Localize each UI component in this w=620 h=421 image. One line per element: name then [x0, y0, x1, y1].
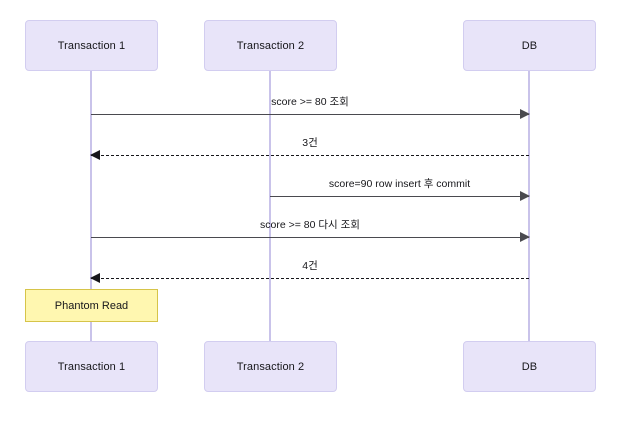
arrow-right-icon: [520, 109, 530, 119]
participant-box-transaction-2-top[interactable]: Transaction 2: [204, 20, 337, 71]
message-1-line: [91, 114, 529, 115]
participant-label-transaction-1-bottom: Transaction 1: [57, 360, 126, 373]
note-phantom-read-label: Phantom Read: [54, 299, 129, 312]
participant-box-transaction-1-bottom[interactable]: Transaction 1: [25, 341, 158, 392]
note-phantom-read[interactable]: Phantom Read: [25, 289, 158, 322]
lifeline-transaction-2: [269, 71, 271, 341]
message-2-line: [91, 155, 529, 156]
participant-label-transaction-2-top: Transaction 2: [236, 39, 305, 52]
arrow-left-icon: [90, 150, 100, 160]
participant-label-transaction-2-bottom: Transaction 2: [236, 360, 305, 373]
message-2-label: 3건: [302, 137, 318, 149]
arrow-right-icon: [520, 232, 530, 242]
participant-box-transaction-2-bottom[interactable]: Transaction 2: [204, 341, 337, 392]
participant-label-transaction-1-top: Transaction 1: [57, 39, 126, 52]
message-3-line: [270, 196, 529, 197]
message-1-label: score >= 80 조회: [271, 96, 349, 108]
message-3-label: score=90 row insert 후 commit: [328, 178, 471, 190]
participant-box-db-top[interactable]: DB: [463, 20, 596, 71]
participant-box-db-bottom[interactable]: DB: [463, 341, 596, 392]
participant-label-db-bottom: DB: [521, 360, 538, 373]
message-5-line: [91, 278, 529, 279]
message-5-label: 4건: [302, 260, 318, 272]
arrow-right-icon: [520, 191, 530, 201]
message-4-line: [91, 237, 529, 238]
message-4-label: score >= 80 다시 조회: [260, 219, 360, 231]
participant-label-db-top: DB: [521, 39, 538, 52]
lifeline-db: [528, 71, 530, 341]
lifeline-transaction-1: [90, 71, 92, 341]
participant-box-transaction-1-top[interactable]: Transaction 1: [25, 20, 158, 71]
arrow-left-icon: [90, 273, 100, 283]
